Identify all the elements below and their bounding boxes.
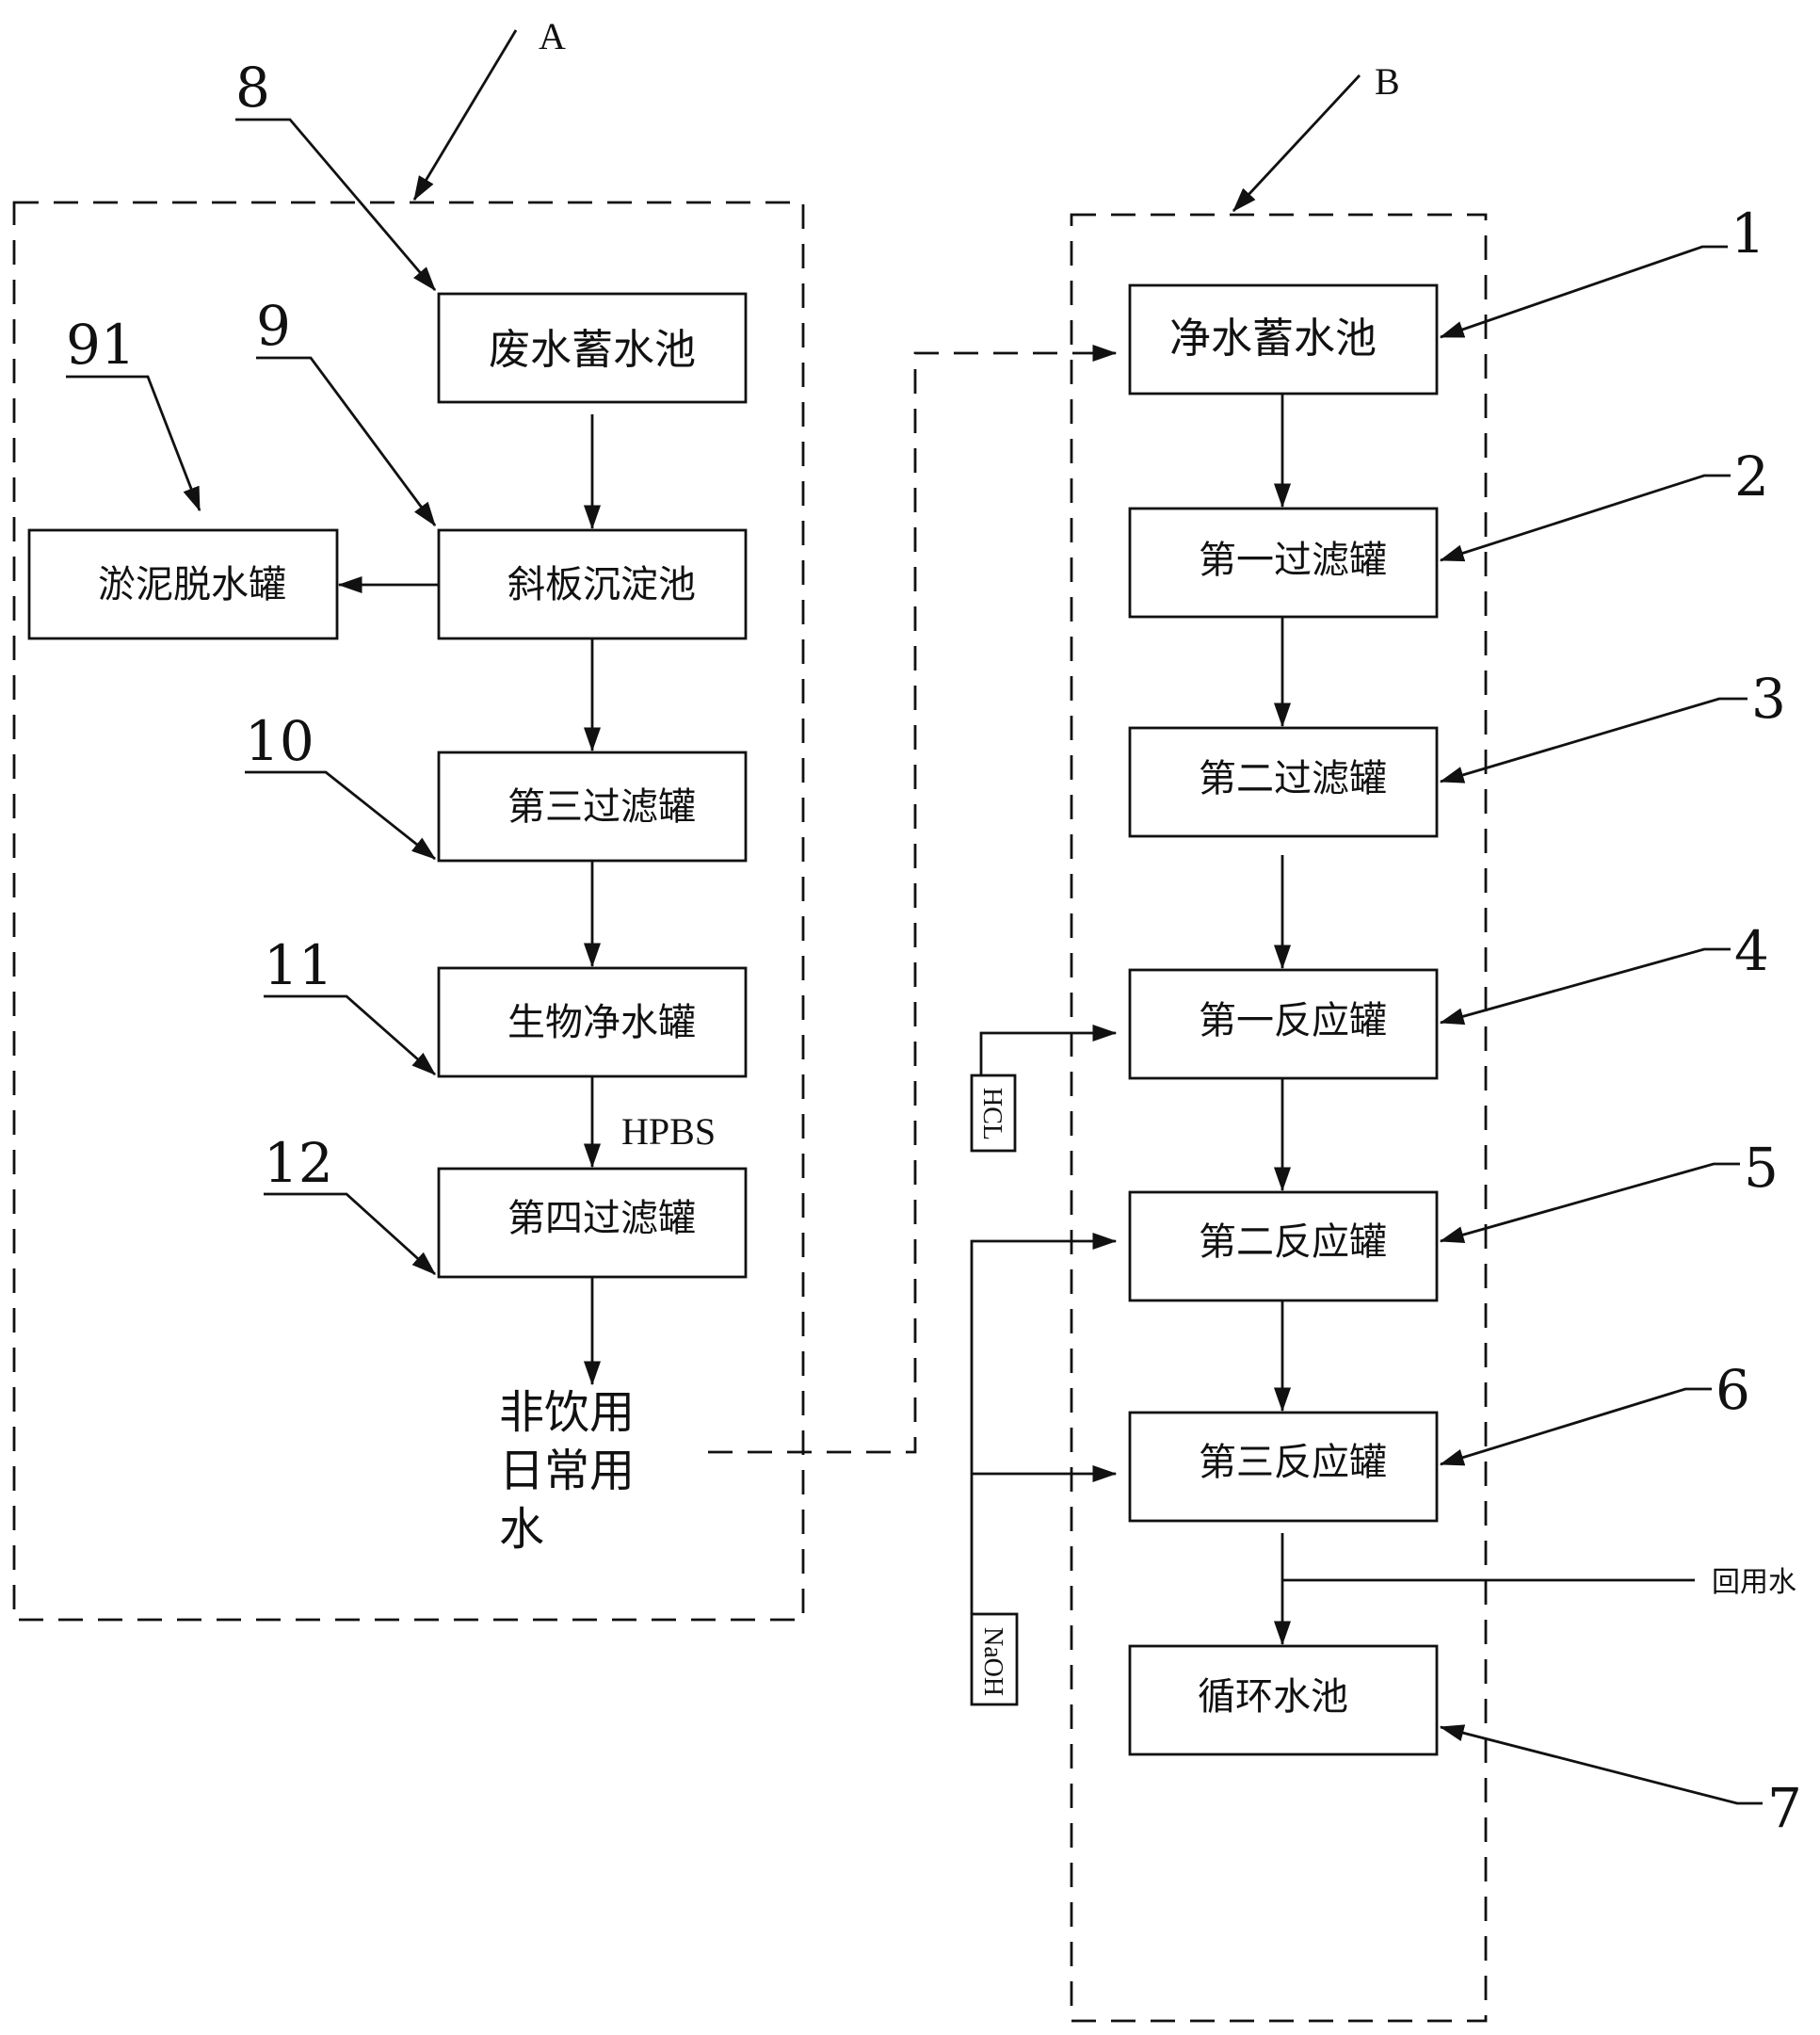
filter-4-box [437, 1167, 748, 1279]
naoh-box [970, 1612, 1019, 1706]
leader-6 [1439, 1387, 1712, 1466]
naoh-feed-to-reactor2 [970, 1232, 1118, 1614]
leader-8 [235, 118, 437, 291]
filter-3-label: 第三过滤罐 [507, 785, 696, 829]
inclined-settler-label: 斜板沉淀池 [507, 563, 696, 606]
ref-8: 8 [235, 56, 270, 120]
leader-9 [256, 356, 437, 527]
filter-3-box [437, 751, 748, 863]
non-drinking-line-1: 非饮用 [499, 1386, 635, 1439]
reactor-1-label: 第一反应罐 [1199, 999, 1387, 1042]
reactor-3-label: 第三反应罐 [1199, 1441, 1387, 1484]
leader-1 [1439, 245, 1728, 339]
wastewater-tank-label: 废水蓄水池 [489, 326, 696, 374]
leader-5 [1439, 1162, 1740, 1244]
leader-12 [264, 1192, 436, 1276]
leader-7 [1439, 1724, 1763, 1805]
ref-11: 11 [264, 933, 333, 997]
hcl-feed-line [979, 1024, 1118, 1085]
reactor-2-label: 第二反应罐 [1199, 1220, 1387, 1264]
clean-tank-box [1128, 283, 1439, 396]
filter-4-label: 第四过滤罐 [507, 1197, 696, 1240]
ref-3: 3 [1751, 667, 1786, 731]
group-a-pointer [412, 29, 518, 202]
reuse-water-label: 回用水 [1712, 1566, 1796, 1599]
ref-4: 4 [1734, 919, 1769, 983]
ref-91: 91 [66, 313, 136, 377]
group-a-boundary [12, 201, 805, 1622]
hcl-box [970, 1074, 1017, 1153]
filter-2-box [1128, 726, 1439, 838]
leader-2 [1439, 474, 1731, 562]
ref-12: 12 [264, 1131, 333, 1195]
filter-2-label: 第二过滤罐 [1199, 757, 1387, 800]
leader-4 [1439, 947, 1731, 1026]
transfer-line [708, 344, 1118, 1454]
sludge-dewater-box [27, 528, 339, 640]
hcl-label: HCL [977, 1088, 1007, 1140]
leader-3 [1439, 697, 1748, 783]
inclined-settler-box [437, 528, 748, 640]
group-b-pointer [1232, 74, 1361, 212]
leader-10 [245, 770, 437, 861]
ref-9: 9 [256, 294, 291, 358]
wastewater-tank-box [437, 292, 748, 404]
non-drinking-line-3: 水 [499, 1503, 544, 1556]
non-drinking-line-2: 日常用 [499, 1445, 635, 1497]
group-b-label: B [1375, 60, 1400, 103]
ref-7: 7 [1767, 1776, 1802, 1840]
naoh-label: NaOH [978, 1627, 1007, 1696]
leader-91 [66, 375, 201, 512]
sludge-dewater-label: 淤泥脱水罐 [98, 563, 286, 606]
group-b-boundary [1070, 213, 1488, 2023]
leader-11 [264, 994, 436, 1076]
group-a-label: A [539, 15, 566, 57]
filter-1-box [1128, 507, 1439, 619]
circulation-pool-box [1128, 1644, 1439, 1756]
clean-tank-label: 净水蓄水池 [1169, 315, 1377, 363]
reactor-3-box [1128, 1411, 1439, 1523]
circulation-pool-label: 循环水池 [1198, 1675, 1348, 1719]
ref-5: 5 [1744, 1136, 1779, 1200]
ref-6: 6 [1715, 1358, 1750, 1422]
filter-1-label: 第一过滤罐 [1199, 539, 1387, 582]
ref-10: 10 [245, 709, 314, 773]
hpbs-label: HPBS [621, 1110, 716, 1153]
bio-tank-label: 生物净水罐 [507, 1001, 696, 1044]
reactor-2-box [1128, 1190, 1439, 1302]
ref-1: 1 [1731, 202, 1765, 266]
ref-2: 2 [1734, 444, 1769, 509]
